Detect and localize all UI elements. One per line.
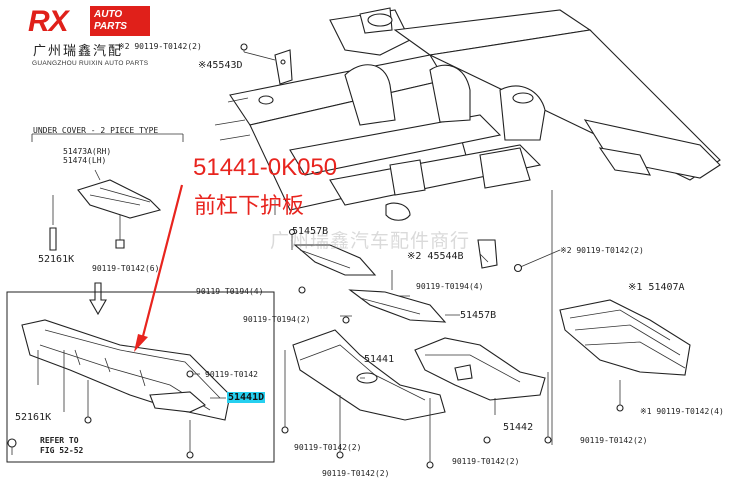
- brand-name-cn: 广州瑞鑫汽配: [33, 44, 124, 59]
- label-52161k-top: 52161K: [38, 254, 75, 265]
- label-bolt-mid: 90119-T0194(2): [243, 315, 311, 324]
- detail-box: [6, 291, 275, 463]
- label-bolt-bottom-mid: 90119-T0142(2): [452, 457, 520, 466]
- chassis-frame: [214, 7, 721, 221]
- box-leaders: [7, 350, 226, 459]
- label-bolt-box: 90119-T0142: [205, 370, 258, 379]
- brand-logo: RX: [28, 5, 69, 38]
- brand-name-en: GUANGZHOU RUIXIN AUTO PARTS: [32, 60, 149, 67]
- part-51442: [414, 337, 552, 469]
- callout-arrow: [134, 184, 184, 352]
- label-51457b-top: 51457B: [292, 226, 329, 237]
- inset-arrow: [89, 282, 107, 316]
- label-51473a: 51473A(RH): [63, 147, 112, 156]
- label-51457b-mid: 51457B: [460, 310, 497, 321]
- label-51407a: ※1 51407A: [628, 282, 685, 293]
- label-51474: 51474(LH): [63, 156, 107, 165]
- bracket-45543d: [240, 43, 293, 85]
- label-51441d-highlight: 51441D: [227, 392, 266, 403]
- brand-badge: AUTO PARTS: [90, 6, 150, 36]
- label-52161k-bottom: 52161K: [15, 412, 52, 423]
- callout-part-number: 51441-0K050: [193, 154, 338, 181]
- label-bolt-4b: 90119-T0194(4): [196, 287, 264, 296]
- label-bolt-4: 90119-T0194(4): [416, 282, 484, 291]
- bracket-45544b: [477, 239, 561, 273]
- label-51441: 51441: [364, 354, 395, 365]
- label-51442: 51442: [503, 422, 534, 433]
- part-51441d: [21, 319, 231, 421]
- label-bolt-bottom-left: 90119-T0142(2): [294, 443, 362, 452]
- label-refer-fig: FIG 52-52: [40, 446, 84, 455]
- label-bolt-6: 90119-T0142(6): [92, 264, 160, 273]
- label-bolt-right-mid: 90119-T0142(2): [580, 436, 648, 445]
- label-top-bolt: ※2 90119-T0142(2): [118, 42, 202, 51]
- label-bracket-45543d: ※45543D: [198, 60, 243, 71]
- label-bolt-bottom-center: 90119-T0142(2): [322, 469, 390, 478]
- under-cover-inset: [31, 133, 184, 251]
- label-bolt-right-top: ※2 90119-T0142(2): [560, 246, 644, 255]
- part-51457b-mid: [340, 289, 460, 324]
- label-bolt-right-bottom: ※1 90119-T0142(4): [640, 407, 724, 416]
- part-51441: [281, 329, 446, 459]
- badge-line-2: PARTS: [94, 21, 127, 32]
- label-under-cover-title: UNDER COVER - 2 PIECE TYPE: [33, 126, 159, 135]
- badge-line-1: AUTO: [94, 9, 123, 20]
- callout-part-name: 前杠下护板: [194, 194, 305, 219]
- watermark-text: 广州瑞鑫汽车配件商行: [270, 230, 471, 252]
- label-refer-to: REFER TO: [40, 436, 79, 445]
- label-45544b: ※2 45544B: [407, 251, 464, 262]
- part-51457b-top: [288, 228, 410, 297]
- part-51407a: [274, 190, 691, 445]
